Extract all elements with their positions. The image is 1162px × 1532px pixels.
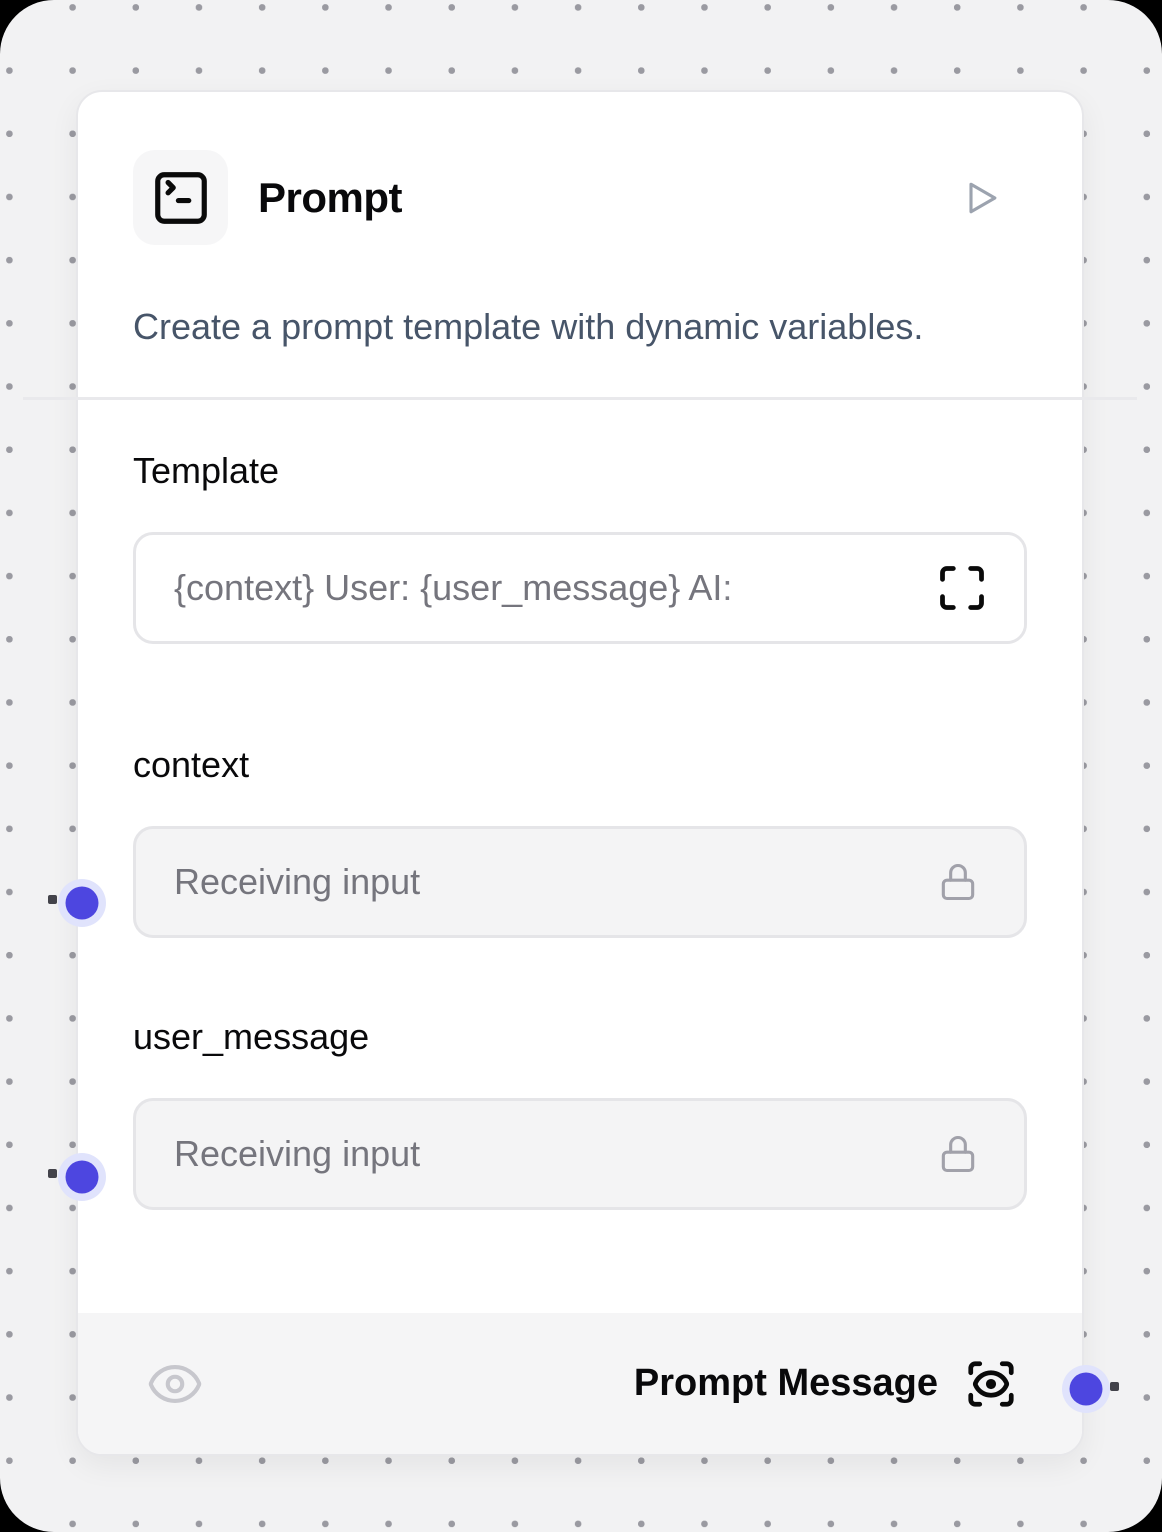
user-message-input-handle[interactable] [65, 1160, 99, 1194]
user-message-input-placeholder: Receiving input [174, 1133, 421, 1174]
context-lock [936, 860, 980, 904]
node-title: Prompt [258, 173, 403, 221]
scan-eye-icon [964, 1357, 1018, 1411]
prompt-node[interactable]: Prompt Create a prompt template with dyn… [23, 90, 1137, 1456]
output-label: Prompt Message [633, 1362, 938, 1404]
run-node-button[interactable] [960, 176, 1004, 220]
square-terminal-icon [150, 167, 212, 229]
lock-icon [936, 860, 980, 904]
context-input: Receiving input [133, 826, 1027, 938]
template-input-value: {context} User: {user_message} AI: [174, 567, 733, 608]
lock-icon [936, 1132, 980, 1176]
user-message-field-label: user_message [133, 1016, 370, 1057]
inspect-output-button[interactable] [964, 1357, 1018, 1411]
play-icon [960, 176, 1004, 220]
header-divider [23, 397, 1137, 400]
prompt-message-output-handle[interactable] [1069, 1372, 1103, 1406]
edge-stub [48, 1169, 57, 1178]
template-input[interactable]: {context} User: {user_message} AI: [133, 532, 1027, 644]
template-field-label: Template [133, 450, 280, 491]
user-message-input: Receiving input [133, 1098, 1027, 1210]
edge-stub [1110, 1382, 1119, 1391]
edge-stub [48, 895, 57, 904]
node-footer: Prompt Message [78, 1313, 1082, 1454]
eye-icon [146, 1355, 204, 1413]
maximize-icon [936, 562, 988, 614]
node-header: Prompt [133, 92, 1027, 245]
context-input-placeholder: Receiving input [174, 861, 421, 902]
user-message-lock [936, 1132, 980, 1176]
node-icon-box [133, 150, 228, 245]
context-input-handle[interactable] [65, 886, 99, 920]
output-handle-halo [1062, 1365, 1110, 1413]
user-message-handle-halo [58, 1153, 106, 1201]
expand-template-button[interactable] [936, 562, 988, 614]
context-handle-halo [58, 879, 106, 927]
node-description: Create a prompt template with dynamic va… [133, 306, 924, 347]
hide-output-button[interactable] [146, 1355, 204, 1413]
context-field-label: context [133, 744, 250, 785]
